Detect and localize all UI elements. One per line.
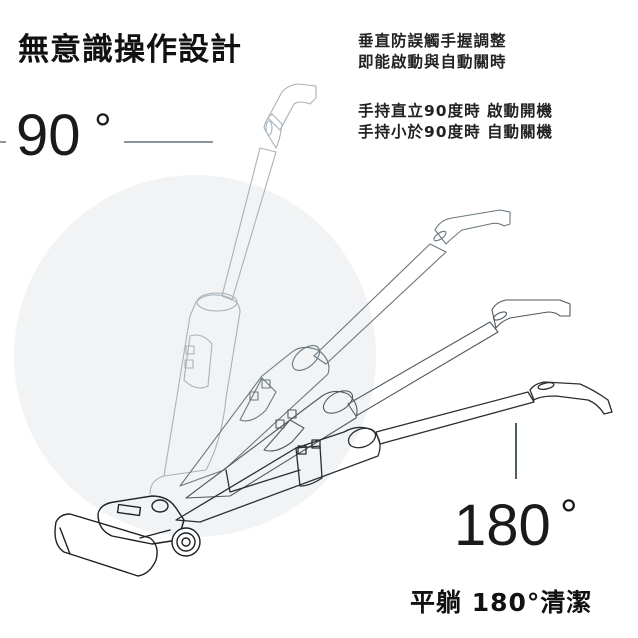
floor-head [54,495,201,577]
page-title: 無意識操作設計 [18,32,242,68]
description-line-1: 垂直防誤觸手握調整 [358,32,507,50]
angle-180-guide-line [515,423,517,479]
vacuum-tilted-2 [185,299,571,499]
angle-90-guide-line [124,141,213,143]
angle-180-label: 180 [454,493,551,558]
description-line-4: 手持小於90度時 自動關機 [358,123,553,141]
vacuum-tilted-1 [179,209,511,487]
description-line-2: 即能啟動與自動關時 [358,53,507,71]
degree-symbol-90: ° [94,105,112,154]
angle-90-label: 90 [16,103,81,168]
angle-90-left-tick [0,141,6,143]
degree-symbol-180: ° [560,491,578,540]
background-circle [14,175,376,537]
description-line-3: 手持直立90度時 啟動開機 [358,102,553,120]
vacuum-upright-90 [149,83,317,495]
flat-cleaning-caption: 平躺 180°清潔 [410,588,593,617]
vacuum-flat-180 [175,381,613,523]
